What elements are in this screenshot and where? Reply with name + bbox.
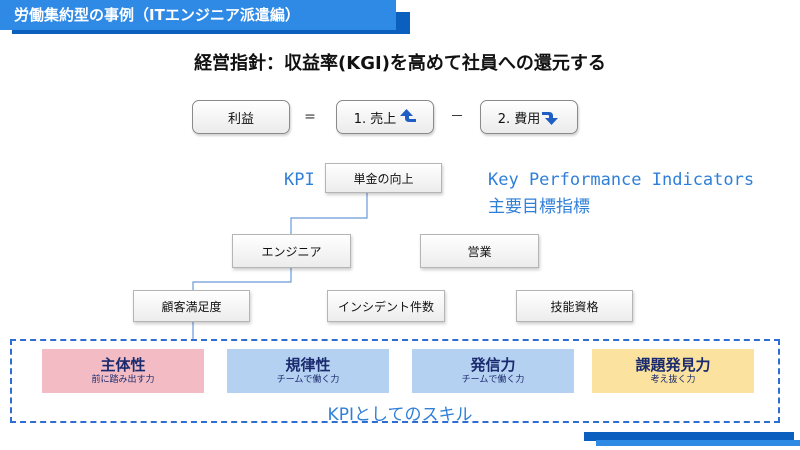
footer-accent-bar-light	[596, 440, 800, 446]
node-unit-price: 単金の向上	[325, 163, 442, 193]
node-engineer-label: エンジニア	[261, 244, 322, 259]
node-sales-dept: 営業	[420, 234, 539, 268]
skill-title: 課題発見力	[635, 356, 711, 374]
node-incidents-label: インシデント件数	[337, 299, 434, 314]
sales-label: 1. 売上	[353, 111, 397, 127]
node-qualifications-label: 技能資格	[550, 299, 599, 314]
node-sales-dept-label: 営業	[467, 244, 492, 259]
down-arrow-icon	[542, 107, 560, 127]
skill-card-discipline: 規律性 チームで働く力	[227, 349, 389, 393]
skill-title: 規律性	[285, 356, 331, 374]
skill-subtitle: 考え抜く力	[650, 375, 696, 385]
goal-statement: 経営指針：収益率(KGI)を高めて社員への還元する	[194, 53, 606, 74]
profit-label: 利益	[227, 111, 254, 127]
skill-card-initiative: 主体性 前に踏み出す力	[42, 349, 204, 393]
skill-card-problem-finding: 課題発見力 考え抜く力	[592, 349, 754, 393]
node-incidents: インシデント件数	[327, 290, 445, 322]
skills-frame	[10, 339, 780, 423]
skill-subtitle: チームで働く力	[461, 375, 525, 385]
skill-subtitle: チームで働く力	[276, 375, 340, 385]
node-qualifications: 技能資格	[516, 290, 633, 322]
skill-card-communication: 発信力 チームで働く力	[412, 349, 574, 393]
kpi-japanese-label: 主要目標指標	[488, 197, 590, 217]
node-engineer: エンジニア	[232, 234, 351, 268]
page-title: 労働集約型の事例（ITエンジニア派遣編）	[0, 0, 396, 30]
equals-sign: =	[304, 109, 316, 125]
skill-subtitle: 前に踏み出す力	[91, 375, 155, 385]
sales-box: 1. 売上	[336, 100, 434, 134]
skills-caption: KPIとしてのスキル	[327, 405, 473, 425]
skill-title: 主体性	[100, 356, 146, 374]
kpi-label: KPI	[284, 170, 315, 190]
footer-accent-bar	[584, 432, 794, 441]
minus-sign: －	[450, 109, 464, 125]
cost-box: 2. 費用	[480, 100, 578, 134]
cost-label: 2. 費用	[497, 111, 541, 127]
node-customer-satisfaction-label: 顧客満足度	[161, 299, 222, 314]
up-arrow-icon	[398, 107, 417, 127]
connector-engineer-satisfaction	[192, 268, 292, 290]
kpi-english-label: Key Performance Indicators	[488, 170, 755, 190]
skill-title: 発信力	[470, 356, 516, 374]
node-customer-satisfaction: 顧客満足度	[133, 290, 250, 322]
profit-box: 利益	[192, 100, 290, 134]
connector-root-engineer	[290, 192, 368, 234]
node-unit-price-label: 単金の向上	[353, 171, 414, 186]
